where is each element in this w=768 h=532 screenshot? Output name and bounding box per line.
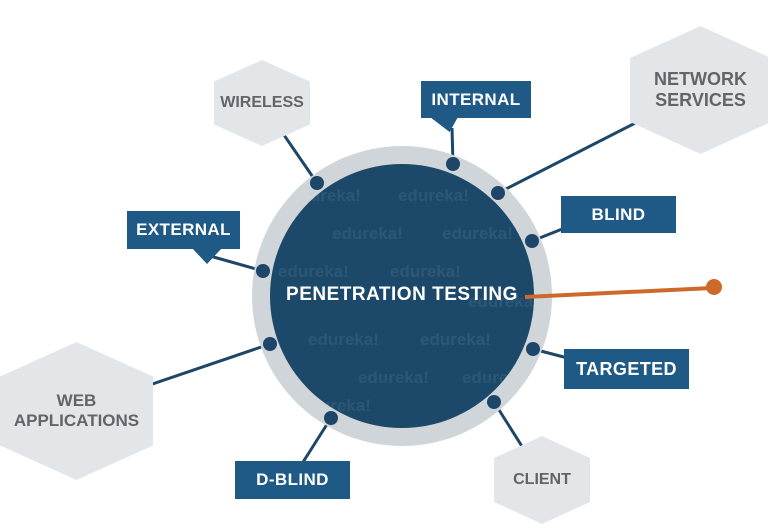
watermark-text: edureka! xyxy=(398,186,469,205)
node-dot-external xyxy=(256,264,270,278)
hexagon-web-applications: WEB APPLICATIONS xyxy=(0,342,153,480)
hexagon-web-applications-label-line2: APPLICATIONS xyxy=(13,411,140,430)
watermark-text: edureka! xyxy=(278,262,349,281)
callout-targeted-label: TARGETED xyxy=(576,358,677,379)
node-dot-wireless xyxy=(310,176,324,190)
watermark-text: edureka! xyxy=(390,262,461,281)
watermark-text: edureka! xyxy=(442,224,513,243)
watermark-text: edureka! xyxy=(308,330,379,349)
callout-external: EXTERNAL xyxy=(127,211,240,249)
node-dot-network-services xyxy=(491,186,505,200)
node-dot-client xyxy=(487,395,501,409)
watermark-text: edureka! xyxy=(358,368,429,387)
watermark-text: edureka! xyxy=(468,292,534,311)
hexagon-network-services-label-line1: NETWORK xyxy=(654,69,747,90)
node-dot-internal xyxy=(446,157,460,171)
watermark-text: edureka! xyxy=(332,224,403,243)
hexagon-network-services-label-line2: SERVICES xyxy=(655,90,746,110)
orange-pointer-line xyxy=(524,286,713,299)
callout-d-blind-label: D-BLIND xyxy=(256,470,329,489)
callout-internal: INTERNAL xyxy=(421,81,531,118)
callout-targeted: TARGETED xyxy=(564,349,689,389)
watermark-text: edureka! xyxy=(290,186,361,205)
center-circle: edureka! edureka! edureka! edureka! edur… xyxy=(270,164,534,428)
hexagon-wireless-label: WIRELESS xyxy=(220,93,304,111)
hexagon-client-label: CLIENT xyxy=(513,470,571,488)
callout-d-blind: D-BLIND xyxy=(235,461,350,499)
watermark-text: edureka! xyxy=(462,368,533,387)
orange-pointer-dot xyxy=(706,279,722,295)
callout-external-label: EXTERNAL xyxy=(136,220,231,239)
callout-blind: BLIND xyxy=(561,196,676,233)
node-dot-d-blind xyxy=(324,411,338,425)
callout-internal-label: INTERNAL xyxy=(431,89,521,109)
watermark-text: edureka! xyxy=(420,330,491,349)
watermark-text: edureka! xyxy=(300,396,371,415)
node-dot-targeted xyxy=(526,342,540,356)
diagram-title: PENETRATION TESTING xyxy=(286,284,518,306)
node-dot-blind xyxy=(525,234,539,248)
node-dot-web-applications xyxy=(263,337,277,351)
hexagon-web-applications-label-line1: WEB xyxy=(56,391,97,411)
callout-blind-label: BLIND xyxy=(591,204,646,224)
